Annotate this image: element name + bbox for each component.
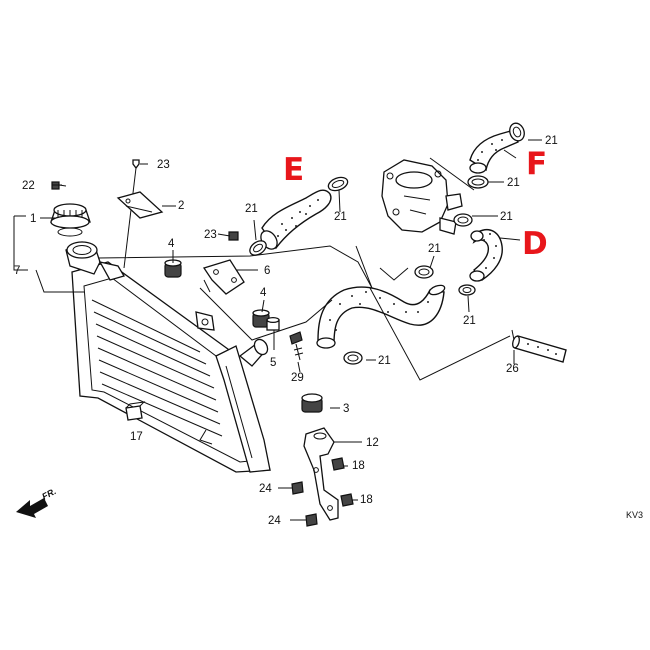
callout-18-lower: 18 xyxy=(360,494,373,506)
bolt-29 xyxy=(289,331,304,361)
cushion-17 xyxy=(125,401,146,421)
hose-label-d: D xyxy=(522,226,548,262)
callout-17: 17 xyxy=(130,431,143,443)
radiator-cap xyxy=(50,203,91,237)
nut-18-lower xyxy=(340,493,354,507)
callout-5: 5 xyxy=(270,357,276,369)
callout-21-c: 21 xyxy=(378,355,391,367)
leader-lines xyxy=(13,139,542,521)
callouts: 1 2 3 4 4 5 6 7 12 17 18 18 21 21 21 21 … xyxy=(14,135,558,527)
callout-12: 12 xyxy=(366,437,379,449)
callout-18-upper: 18 xyxy=(352,460,365,472)
nut-18-upper xyxy=(331,457,345,471)
callout-24-upper: 24 xyxy=(259,483,272,495)
callout-21-g: 21 xyxy=(428,243,441,255)
hose-label-e: E xyxy=(283,152,304,188)
bracket-2 xyxy=(116,191,164,219)
page-code: KV3 xyxy=(626,510,643,520)
hose-label-f: F xyxy=(526,146,547,182)
callout-3: 3 xyxy=(343,403,349,415)
callout-1: 1 xyxy=(30,213,36,225)
callout-21-e: 21 xyxy=(507,177,520,189)
callout-6: 6 xyxy=(264,265,270,277)
radiator-outlet-pipe xyxy=(238,338,269,367)
callout-21-h: 21 xyxy=(463,315,476,327)
callout-23-lower: 23 xyxy=(204,229,217,241)
hose-d xyxy=(469,228,503,282)
bracket-6 xyxy=(202,259,245,295)
callout-4-upper: 4 xyxy=(168,238,175,250)
lower-hose xyxy=(316,284,446,349)
callout-24-lower: 24 xyxy=(268,515,281,527)
tube-26 xyxy=(511,329,567,363)
clamp-21-e-bottom xyxy=(249,240,267,256)
callout-21-a: 21 xyxy=(245,203,258,215)
callout-21-b: 21 xyxy=(334,211,347,223)
grommet-4-lower xyxy=(252,309,270,328)
callout-21-f: 21 xyxy=(500,211,513,223)
thermostat-housing xyxy=(381,159,463,235)
clamp-21-e-top xyxy=(327,176,349,192)
clamp-21-housing xyxy=(453,213,473,227)
hose-e xyxy=(260,189,332,250)
nut-24-lower xyxy=(305,513,318,527)
callout-7: 7 xyxy=(14,265,20,277)
callout-2: 2 xyxy=(178,200,184,212)
callout-4-lower: 4 xyxy=(260,287,267,299)
callout-23-upper: 23 xyxy=(157,159,170,171)
grommet-3 xyxy=(301,393,323,413)
callout-22: 22 xyxy=(22,180,35,192)
clamp-21-lower-hose xyxy=(343,351,363,365)
stay-12 xyxy=(303,427,339,521)
clamp-21-d-bottom xyxy=(458,284,476,296)
hose-f xyxy=(469,129,519,174)
callout-29: 29 xyxy=(291,372,304,384)
clamp-21-middle xyxy=(414,265,434,279)
radiator-core xyxy=(65,241,271,473)
clamp-21-f-top xyxy=(509,122,525,142)
bolt-23-upper xyxy=(123,159,140,269)
direction-label: FR. xyxy=(40,486,57,502)
nut-24-upper xyxy=(291,481,304,495)
callout-21-d: 21 xyxy=(545,135,558,147)
callout-26: 26 xyxy=(506,363,519,375)
collar-5 xyxy=(266,316,280,331)
bolt-23-lower xyxy=(228,231,239,241)
clamp-21-f-bottom xyxy=(467,175,489,189)
front-direction-arrow-icon: FR. xyxy=(16,486,58,518)
